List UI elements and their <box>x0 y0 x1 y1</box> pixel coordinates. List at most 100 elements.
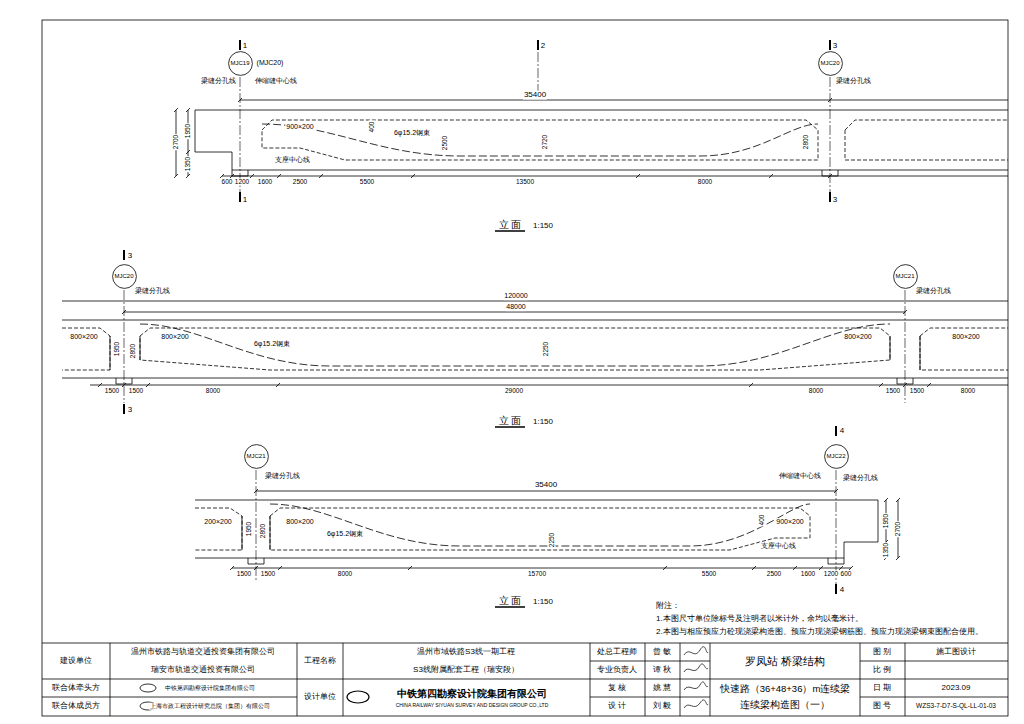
drawing-label: 谭 秋 <box>652 666 672 675</box>
drawing-label: 2250 <box>548 532 555 548</box>
drawing-label: 1500 <box>909 387 925 394</box>
drawing-label: 29000 <box>504 387 524 394</box>
dimension-line <box>238 98 1008 102</box>
drawing-label: 日 期 <box>872 684 892 693</box>
drawing-label: CHINA RAILWAY SIYUAN SURVEY AND DESIGN G… <box>395 703 550 709</box>
drawing-label: 3 <box>832 42 838 51</box>
title-underline <box>495 230 525 232</box>
callout-circle <box>112 264 136 288</box>
drawing-label: 400 <box>758 514 765 527</box>
drawing-label: 1950 <box>882 513 889 529</box>
pier-number: MJC20 <box>114 273 133 279</box>
drawing-label: 120000 <box>503 292 528 300</box>
drawing-label: 8000 <box>697 178 713 185</box>
drawing-label: 2700 <box>894 521 901 537</box>
drawing-label: 罗凤站 桥梁结构 <box>744 655 826 667</box>
box-cell <box>262 120 1008 160</box>
drawing-label: 伸缩缝中心线 <box>254 77 298 85</box>
drawing-label: 2700 <box>172 134 179 150</box>
drawing-label: 1200 <box>234 178 250 185</box>
drawing-label: 复 核 <box>607 684 627 693</box>
drawing-label: 立 面 <box>498 219 523 230</box>
drawing-label: 2250 <box>542 341 549 357</box>
pier-number: MJC21 <box>246 453 265 459</box>
drawing-label: 2800 <box>259 523 266 539</box>
bearing <box>232 170 838 176</box>
center-line <box>256 470 836 584</box>
drawing-label: 3 <box>127 252 133 261</box>
drawing-label: 2500 <box>766 570 782 577</box>
pier-diaphragm <box>110 336 920 370</box>
drawing-label: 2500 <box>292 178 308 185</box>
drawing-label: 处总工程师 <box>596 648 638 657</box>
drawing-label: 立 面 <box>498 595 523 606</box>
drawing-label: 400 <box>368 121 375 134</box>
drawing-label: 8000 <box>960 387 976 394</box>
box-cell <box>195 508 810 550</box>
pier-callout: MJC21 <box>244 444 269 469</box>
drawing-label: 1950 <box>113 341 120 357</box>
drawing-label: 工程名称 <box>303 657 337 666</box>
drawing-label: 支座中心线 <box>274 156 311 164</box>
drawing-label: 设 计 <box>607 702 627 711</box>
dimension-line <box>90 383 1008 387</box>
drawing-label: 附注： <box>655 602 681 611</box>
drawing-label: 梁缝分孔线 <box>134 287 171 295</box>
drawing-label: 刘 毅 <box>652 702 672 711</box>
drawing-label: 1 <box>242 42 248 51</box>
drawing-label: 8000 <box>205 387 221 394</box>
drawing-label: 800×200 <box>843 333 872 341</box>
tendon-duct <box>140 324 890 366</box>
drawing-label: 48000 <box>505 303 526 311</box>
drawing-label: 设计单位 <box>303 693 337 702</box>
drawing-label: 6φ15.2钢束 <box>253 340 291 348</box>
drawing-label: 2500 <box>441 135 448 151</box>
drawing-label: 梁缝分孔线 <box>842 474 879 482</box>
drawing-label: 1950 <box>245 521 252 537</box>
drawing-label: 梁缝分孔线 <box>835 77 872 85</box>
drawing-label: 瑞安市轨道交通投资有限公司 <box>150 666 256 675</box>
sheet-frame <box>42 20 1008 716</box>
dimension-line <box>230 566 853 570</box>
drawing-label: 曾 敏 <box>652 648 672 657</box>
title-block-grid <box>42 643 1008 716</box>
drawing-label: 上海市政工程设计研究总院（集团）有限公司 <box>149 703 271 710</box>
girder-outline <box>195 110 1008 170</box>
drawing-label: 连续梁构造图（一） <box>739 700 831 710</box>
drawing-label: 2 <box>540 42 546 51</box>
drawing-label: 800×200 <box>69 333 98 341</box>
drawing-label: 13500 <box>515 178 535 185</box>
drawing-label: 比 例 <box>872 666 892 675</box>
tendon-duct <box>262 124 818 156</box>
drawing-label: 梁缝分孔线 <box>915 287 952 295</box>
company-logo <box>347 691 369 703</box>
drawing-label: 施工图设计 <box>935 648 977 657</box>
drawing-label: 建设单位 <box>59 657 93 666</box>
drawing-label: 600 <box>840 570 853 577</box>
drawing-label: 图 别 <box>872 648 892 657</box>
drawing-label: 1600 <box>257 178 273 185</box>
drawing-label: 1350 <box>184 156 191 172</box>
drawing-label: 温州市域铁路S3线一期工程 <box>416 648 516 657</box>
pier-callout: MJC21 <box>893 264 918 289</box>
drawing-label: 立 面 <box>498 415 523 426</box>
drawing-label: 1:150 <box>532 418 554 427</box>
drawing-label: (MJC20) <box>256 59 285 67</box>
pier-number: MJC21 <box>895 273 914 279</box>
company-logo <box>140 684 156 692</box>
dimension-line <box>254 489 838 493</box>
center-line <box>240 52 830 196</box>
drawing-label: 1350 <box>882 542 889 558</box>
pier-callout: MJC20 <box>818 51 843 76</box>
drawing-label: 1500 <box>885 387 901 394</box>
drawing-label: 35400 <box>523 91 547 100</box>
title-underline <box>495 426 525 428</box>
dimension-line <box>62 301 1008 314</box>
drawing-label: 900×200 <box>775 518 804 526</box>
drawing-label: 梁缝分孔线 <box>200 77 237 85</box>
drawing-label: S3线附属配套工程（瑞安段） <box>412 666 520 675</box>
drawing-label: 1600 <box>800 570 816 577</box>
drawing-label: 4 <box>839 427 845 436</box>
drawing-label: 4 <box>839 586 845 595</box>
callout-circle <box>893 264 917 288</box>
